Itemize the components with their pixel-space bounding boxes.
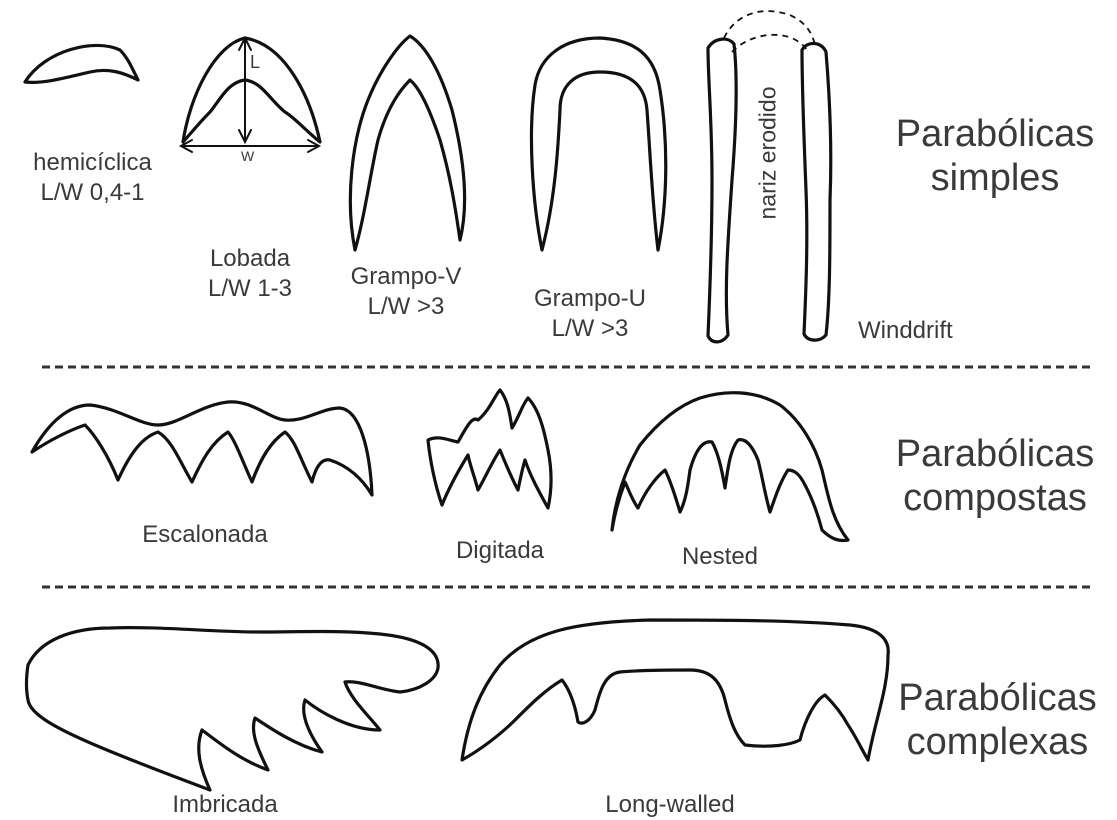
hemiciclica-ratio: L/W 0,4-1 bbox=[10, 178, 175, 208]
lobada-label: Lobada L/W 1-3 bbox=[190, 244, 310, 304]
digitada-shape bbox=[428, 390, 551, 508]
grampo-u-shape bbox=[531, 38, 665, 250]
imbricada-shape bbox=[27, 628, 439, 790]
compostas-title-line1: Parabólicas bbox=[880, 432, 1110, 476]
nested-shape bbox=[612, 393, 848, 541]
hemiciclica-name: hemicíclica bbox=[10, 148, 175, 178]
hemiciclica-label: hemicíclica L/W 0,4-1 bbox=[10, 148, 175, 208]
winddrift-annotation: nariz erodido bbox=[755, 87, 782, 220]
simples-title-line2: simples bbox=[880, 156, 1110, 200]
section-title-simples: Parabólicas simples bbox=[880, 112, 1110, 200]
imbricada-label: Imbricada bbox=[150, 790, 300, 820]
lobada-name: Lobada bbox=[190, 244, 310, 274]
complexas-title-line2: complexas bbox=[880, 720, 1115, 764]
complexas-title-line1: Parabólicas bbox=[880, 676, 1115, 720]
width-dimension-label: W bbox=[241, 148, 254, 164]
simples-title-line1: Parabólicas bbox=[880, 112, 1110, 156]
digitada-label: Digitada bbox=[435, 536, 565, 566]
grampo-u-label: Grampo-U L/W >3 bbox=[530, 284, 650, 344]
grampo-v-name: Grampo-V bbox=[346, 262, 466, 292]
grampo-v-shape bbox=[350, 36, 464, 250]
grampo-u-ratio: L/W >3 bbox=[530, 314, 650, 344]
lobada-ratio: L/W 1-3 bbox=[190, 274, 310, 304]
winddrift-label: Winddrift bbox=[858, 316, 953, 346]
grampo-v-label: Grampo-V L/W >3 bbox=[346, 262, 466, 322]
hemiciclica-shape bbox=[25, 45, 138, 82]
grampo-u-name: Grampo-U bbox=[530, 284, 650, 314]
long-walled-label: Long-walled bbox=[570, 790, 770, 820]
section-title-complexas: Parabólicas complexas bbox=[880, 676, 1115, 764]
escalonada-shape bbox=[32, 402, 372, 495]
grampo-v-ratio: L/W >3 bbox=[346, 292, 466, 322]
compostas-title-line2: compostas bbox=[880, 476, 1110, 520]
section-title-compostas: Parabólicas compostas bbox=[880, 432, 1110, 520]
length-dimension-label: L bbox=[250, 52, 260, 72]
long-walled-shape bbox=[462, 620, 888, 760]
nested-label: Nested bbox=[660, 542, 780, 572]
escalonada-label: Escalonada bbox=[100, 520, 310, 550]
